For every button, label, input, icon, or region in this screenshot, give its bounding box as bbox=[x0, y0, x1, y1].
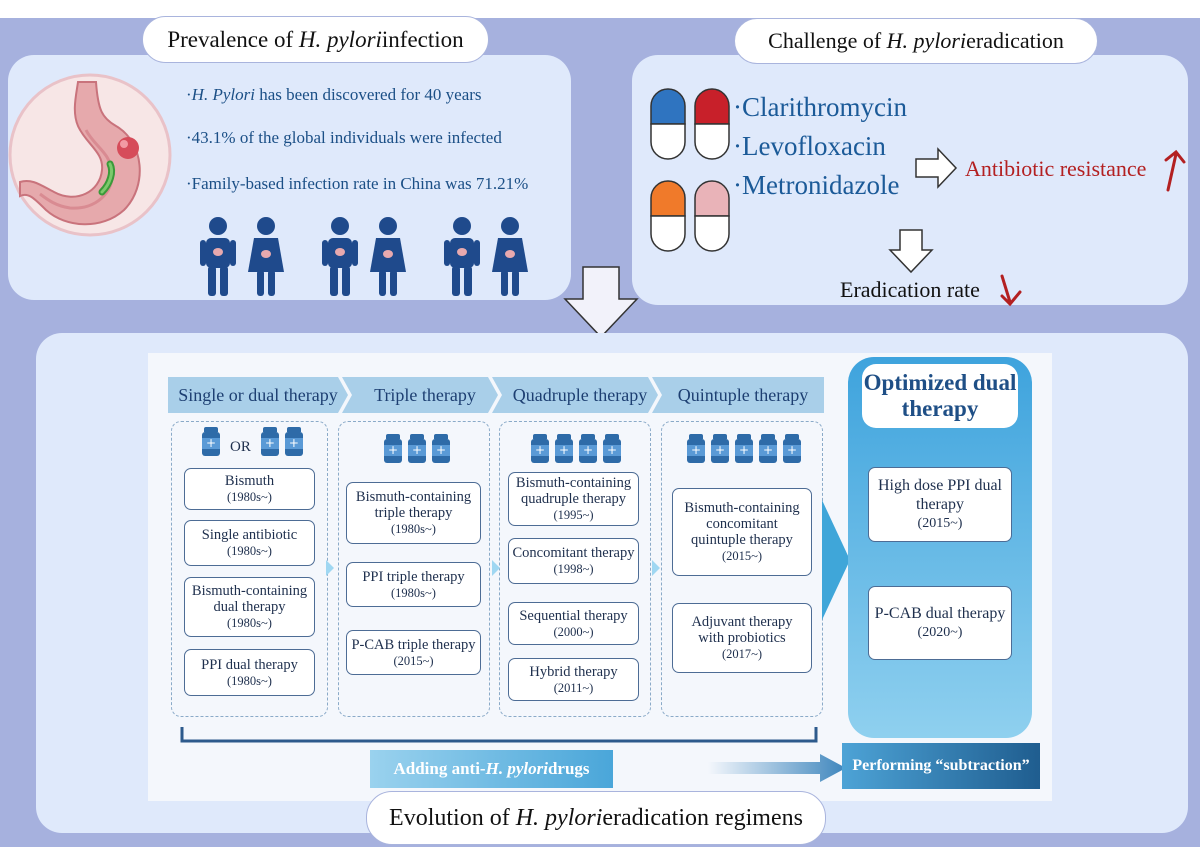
person-icon bbox=[444, 217, 480, 296]
regimen-concomitant: Concomitant therapy(1998~) bbox=[508, 538, 639, 584]
person-icon bbox=[200, 217, 236, 296]
drug-clarithromycin: ·Clarithromycin bbox=[733, 92, 907, 122]
medicine-bottle-icon bbox=[555, 434, 573, 463]
bottles-quadruple bbox=[531, 434, 621, 463]
optimized-title: Optimized dual therapy bbox=[862, 364, 1018, 428]
medicine-bottle-icon bbox=[783, 434, 801, 463]
medicine-bottle-icon bbox=[711, 434, 729, 463]
prevalence-bullet-2: ·43.1% of the global individuals were in… bbox=[186, 128, 502, 147]
medicine-bottle-icon bbox=[759, 434, 777, 463]
medicine-bottle-icon bbox=[603, 434, 621, 463]
drug-levofloxacin: ·Levofloxacin bbox=[733, 131, 886, 161]
stage-single-dual: Single or dual therapy bbox=[178, 384, 338, 405]
bottles-quintuple bbox=[687, 434, 801, 463]
column-quadruple bbox=[499, 421, 651, 717]
regimen-pcab-dual: P-CAB dual therapy(2020~) bbox=[868, 586, 1012, 660]
capsule-group bbox=[650, 88, 730, 252]
people-group bbox=[200, 217, 528, 296]
medicine-bottle-icon bbox=[408, 434, 426, 463]
regimen-bismuth: Bismuth(1980s~) bbox=[184, 468, 315, 510]
stage-quintuple: Quintuple therapy bbox=[677, 384, 809, 405]
regimen-ppi-triple: PPI triple therapy(1980s~) bbox=[346, 562, 481, 607]
regimen-bismuth-dual: Bismuth-containing dual therapy(1980s~) bbox=[184, 577, 315, 637]
regimen-single-antibiotic: Single antibiotic(1980s~) bbox=[184, 520, 315, 566]
optimized-arrow bbox=[822, 500, 850, 620]
prevalence-title: Prevalence of H. pylori infection bbox=[142, 16, 489, 63]
person-icon bbox=[248, 217, 284, 296]
regimen-high-dose-ppi-dual: High dose PPI dual therapy(2015~) bbox=[868, 467, 1012, 542]
red-down-arrow-icon bbox=[1000, 274, 1022, 307]
medicine-bottle-icon bbox=[260, 427, 279, 456]
connector-arrows bbox=[326, 560, 660, 576]
capsule-icon bbox=[650, 88, 686, 160]
capsule-icon bbox=[694, 180, 730, 252]
medicine-bottle-icon bbox=[687, 434, 705, 463]
medicine-bottle-icon bbox=[284, 427, 303, 456]
medicine-bottle-icon bbox=[384, 434, 402, 463]
top-margin bbox=[0, 0, 1200, 18]
prevalence-bullet-3: ·Family-based infection rate in China wa… bbox=[186, 174, 529, 193]
medicine-bottle-icon bbox=[202, 427, 220, 456]
stomach-illustration bbox=[8, 73, 172, 237]
regimen-bismuth-quadruple: Bismuth-containing quadruple therapy(199… bbox=[508, 472, 639, 526]
regimen-bismuth-triple: Bismuth-containing triple therapy(1980s~… bbox=[346, 482, 481, 544]
subtraction-arrow bbox=[708, 754, 846, 782]
subtraction-banner: Performing “subtraction” bbox=[842, 743, 1040, 789]
regimen-bismuth-quintuple: Bismuth-containing concomitant quintuple… bbox=[672, 488, 812, 576]
regimen-ppi-dual: PPI dual therapy(1980s~) bbox=[184, 649, 315, 696]
challenge-title: Challenge of H. pylori eradication bbox=[734, 18, 1098, 64]
bracket-line bbox=[180, 727, 818, 743]
regimen-adjuvant-probiotics: Adjuvant therapy with probiotics(2017~) bbox=[672, 603, 812, 673]
stage-triple: Triple therapy bbox=[374, 384, 476, 405]
drug-metronidazole: ·Metronidazole bbox=[733, 170, 900, 200]
center-down-arrow-icon bbox=[563, 266, 639, 339]
hollow-arrow-down-icon bbox=[888, 229, 934, 274]
capsule-icon bbox=[650, 180, 686, 252]
capsule-icon bbox=[694, 88, 730, 160]
medicine-bottle-icon bbox=[531, 434, 549, 463]
regimen-sequential: Sequential therapy(2000~) bbox=[508, 602, 639, 645]
regimen-hybrid: Hybrid therapy(2011~) bbox=[508, 658, 639, 701]
evolution-title: Evolution of H. pylori eradication regim… bbox=[366, 791, 826, 845]
eradication-rate-label: Eradication rate bbox=[840, 277, 980, 302]
hollow-arrow-icon bbox=[915, 147, 958, 189]
medicine-bottle-icon bbox=[735, 434, 753, 463]
or-label: OR bbox=[230, 439, 251, 455]
person-icon bbox=[322, 217, 358, 296]
person-icon bbox=[370, 217, 406, 296]
red-up-arrow-icon bbox=[1164, 149, 1186, 192]
medicine-bottle-icon bbox=[432, 434, 450, 463]
regimen-pcab-triple: P-CAB triple therapy(2015~) bbox=[346, 630, 481, 675]
prevalence-bullet-1: ·H. Pylori has been discovered for 40 ye… bbox=[186, 85, 482, 104]
stage-quadruple: Quadruple therapy bbox=[512, 384, 648, 405]
bottles-triple bbox=[384, 434, 450, 463]
bottles-single-dual: OR bbox=[202, 427, 303, 456]
antibiotic-resistance-label: Antibiotic resistance bbox=[965, 156, 1147, 181]
stage-bar-shapes bbox=[168, 377, 824, 413]
column-triple bbox=[338, 421, 490, 717]
adding-drugs-banner: Adding anti-H. pylori drugs bbox=[370, 750, 613, 788]
medicine-bottle-icon bbox=[579, 434, 597, 463]
